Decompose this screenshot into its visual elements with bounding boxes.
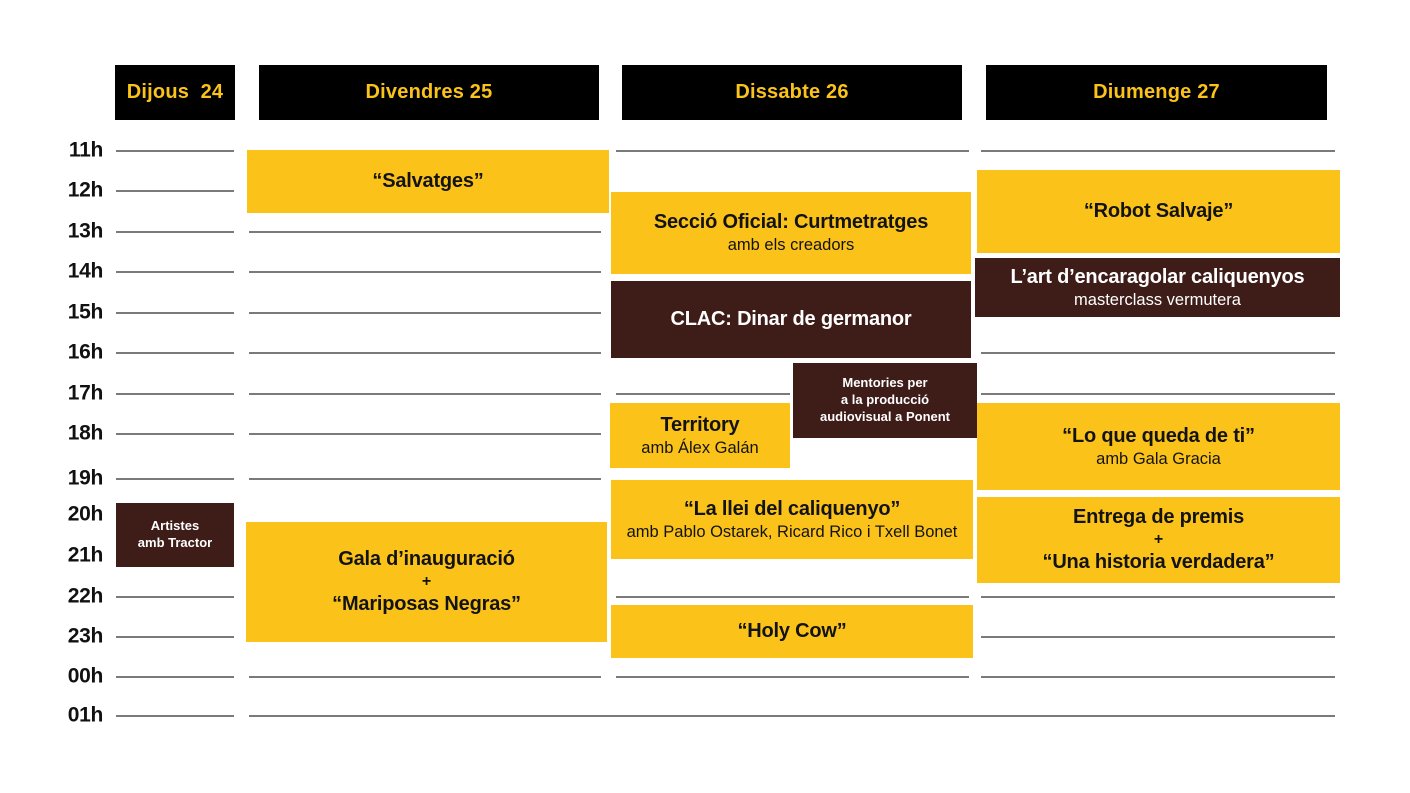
hour-label-01h: 01h [67,703,104,727]
day-header-label: Divendres 25 [365,81,493,103]
hour-label-00h: 00h [67,664,104,688]
grid-line-17h-1 [249,393,601,395]
grid-line-14h-0 [116,271,234,273]
grid-line-22h-1 [616,596,969,598]
event-artistes-amb-tractor-line-1: amb Tractor [137,535,213,550]
event-la-llei-del-caliquenyo: “La llei del caliquenyo” amb Pablo Ostare… [611,480,973,559]
grid-line-00h-0 [116,676,234,678]
event-lo-que-queda-de-ti-line-1: amb Gala Gracia [1096,449,1221,468]
hour-label-15h: 15h [67,300,104,324]
event-territory-line-1: amb Álex Galán [641,438,759,457]
hour-label-19h: 19h [67,466,104,490]
event-clac-dinar-de-germanor: CLAC: Dinar de germanor [611,281,971,358]
event-lo-que-queda-de-ti: “Lo que queda de ti” amb Gala Gracia [977,403,1340,490]
grid-line-11h-0 [116,150,234,152]
grid-line-14h-1 [249,271,601,273]
grid-line-01h-0 [116,715,234,717]
grid-line-23h-0 [116,636,234,638]
grid-line-13h-0 [116,231,234,233]
grid-line-15h-1 [249,312,601,314]
grid-line-15h-0 [116,312,234,314]
event-mentories-produccio-audiovisual-line-1: a la producció [840,392,930,408]
grid-line-00h-1 [249,676,601,678]
event-entrega-premis-una-historia-verdadera-line-0: Entrega de premis [1072,506,1245,528]
hour-label-17h: 17h [67,381,104,405]
hour-label-16h: 16h [67,340,104,364]
day-header-label: Dijous 24 [126,81,224,103]
event-seccio-oficial-curtmetratges-line-1: amb els creadors [727,236,855,255]
event-gala-inauguracio-mariposas-negras-line-0: Gala d’inauguració [338,548,515,570]
event-la-llei-del-caliquenyo-line-0: “La llei del caliquenyo” [683,497,901,520]
grid-line-00h-2 [616,676,969,678]
hour-label-13h: 13h [67,219,104,243]
event-robot-salvaje-line-0: “Robot Salvaje” [1083,200,1234,222]
grid-line-22h-0 [116,596,234,598]
event-holy-cow: “Holy Cow” [611,605,973,658]
grid-line-11h-2 [981,150,1335,152]
grid-line-18h-0 [116,433,234,435]
event-salvatges-line-0: “Salvatges” [372,170,484,192]
grid-line-13h-1 [249,231,601,233]
hour-label-20h: 20h [67,502,104,526]
event-gala-inauguracio-mariposas-negras-line-1: + [421,573,432,590]
hour-label-11h: 11h [68,138,103,162]
grid-line-19h-0 [116,478,234,480]
hour-label-18h: 18h [67,421,104,445]
grid-line-22h-2 [981,596,1335,598]
event-robot-salvaje: “Robot Salvaje” [977,170,1340,253]
event-seccio-oficial-curtmetratges-line-0: Secció Oficial: Curtmetratges [653,211,929,234]
hour-label-22h: 22h [67,584,104,608]
day-header-dijous-24: Dijous 24 [115,65,235,120]
grid-line-16h-0 [116,352,234,354]
event-gala-inauguracio-mariposas-negras-line-2: “Mariposas Negras” [332,593,521,615]
grid-line-17h-3 [981,393,1335,395]
event-art-encaragolar-caliquenyos-line-0: L’art d’encaragolar caliquenyos [1010,265,1305,288]
event-art-encaragolar-caliquenyos: L’art d’encaragolar caliquenyos mastercla… [975,258,1340,317]
grid-line-23h-1 [981,636,1335,638]
event-art-encaragolar-caliquenyos-line-1: masterclass vermutera [1074,290,1241,309]
event-entrega-premis-una-historia-verdadera: Entrega de premis + “Una historia verdader… [977,497,1340,583]
event-entrega-premis-una-historia-verdadera-line-1: + [1153,531,1164,548]
grid-line-00h-3 [981,676,1335,678]
grid-line-11h-1 [616,150,969,152]
day-header-divendres-25: Divendres 25 [259,65,599,120]
grid-line-17h-0 [116,393,234,395]
event-territory: Territory amb Álex Galán [610,403,790,468]
event-entrega-premis-una-historia-verdadera-line-2: “Una historia verdadera” [1042,551,1275,573]
event-territory-line-0: Territory [660,413,740,436]
hour-label-14h: 14h [67,259,104,283]
event-la-llei-del-caliquenyo-line-1: amb Pablo Ostarek, Ricard Rico i Txell B… [626,522,958,541]
event-clac-dinar-de-germanor-line-0: CLAC: Dinar de germanor [670,308,912,330]
event-holy-cow-line-0: “Holy Cow” [737,620,847,642]
hour-label-21h: 21h [67,543,104,567]
event-gala-inauguracio-mariposas-negras: Gala d’inauguració + “Mariposas Negras” [246,522,607,642]
hour-label-12h: 12h [67,178,104,202]
event-salvatges: “Salvatges” [247,150,609,213]
grid-line-17h-2 [616,393,790,395]
event-mentories-produccio-audiovisual-line-2: audiovisual a Ponent [819,408,951,424]
event-seccio-oficial-curtmetratges: Secció Oficial: Curtmetratges amb els cre… [611,192,971,274]
grid-line-16h-1 [249,352,601,354]
grid-line-16h-2 [981,352,1335,354]
hour-label-23h: 23h [67,624,104,648]
day-header-dissabte-26: Dissabte 26 [622,65,962,120]
event-artistes-amb-tractor-line-0: Artistes [150,518,200,534]
day-header-diumenge-27: Diumenge 27 [986,65,1327,120]
day-header-label: Dissabte 26 [735,81,849,103]
grid-line-01h-1 [249,715,1335,717]
grid-line-18h-1 [249,433,601,435]
day-header-label: Diumenge 27 [1093,81,1220,103]
grid-line-19h-1 [249,478,601,480]
event-mentories-produccio-audiovisual-line-0: Mentories per [842,375,928,391]
grid-line-12h-0 [116,190,234,192]
event-lo-que-queda-de-ti-line-0: “Lo que queda de ti” [1062,424,1255,447]
